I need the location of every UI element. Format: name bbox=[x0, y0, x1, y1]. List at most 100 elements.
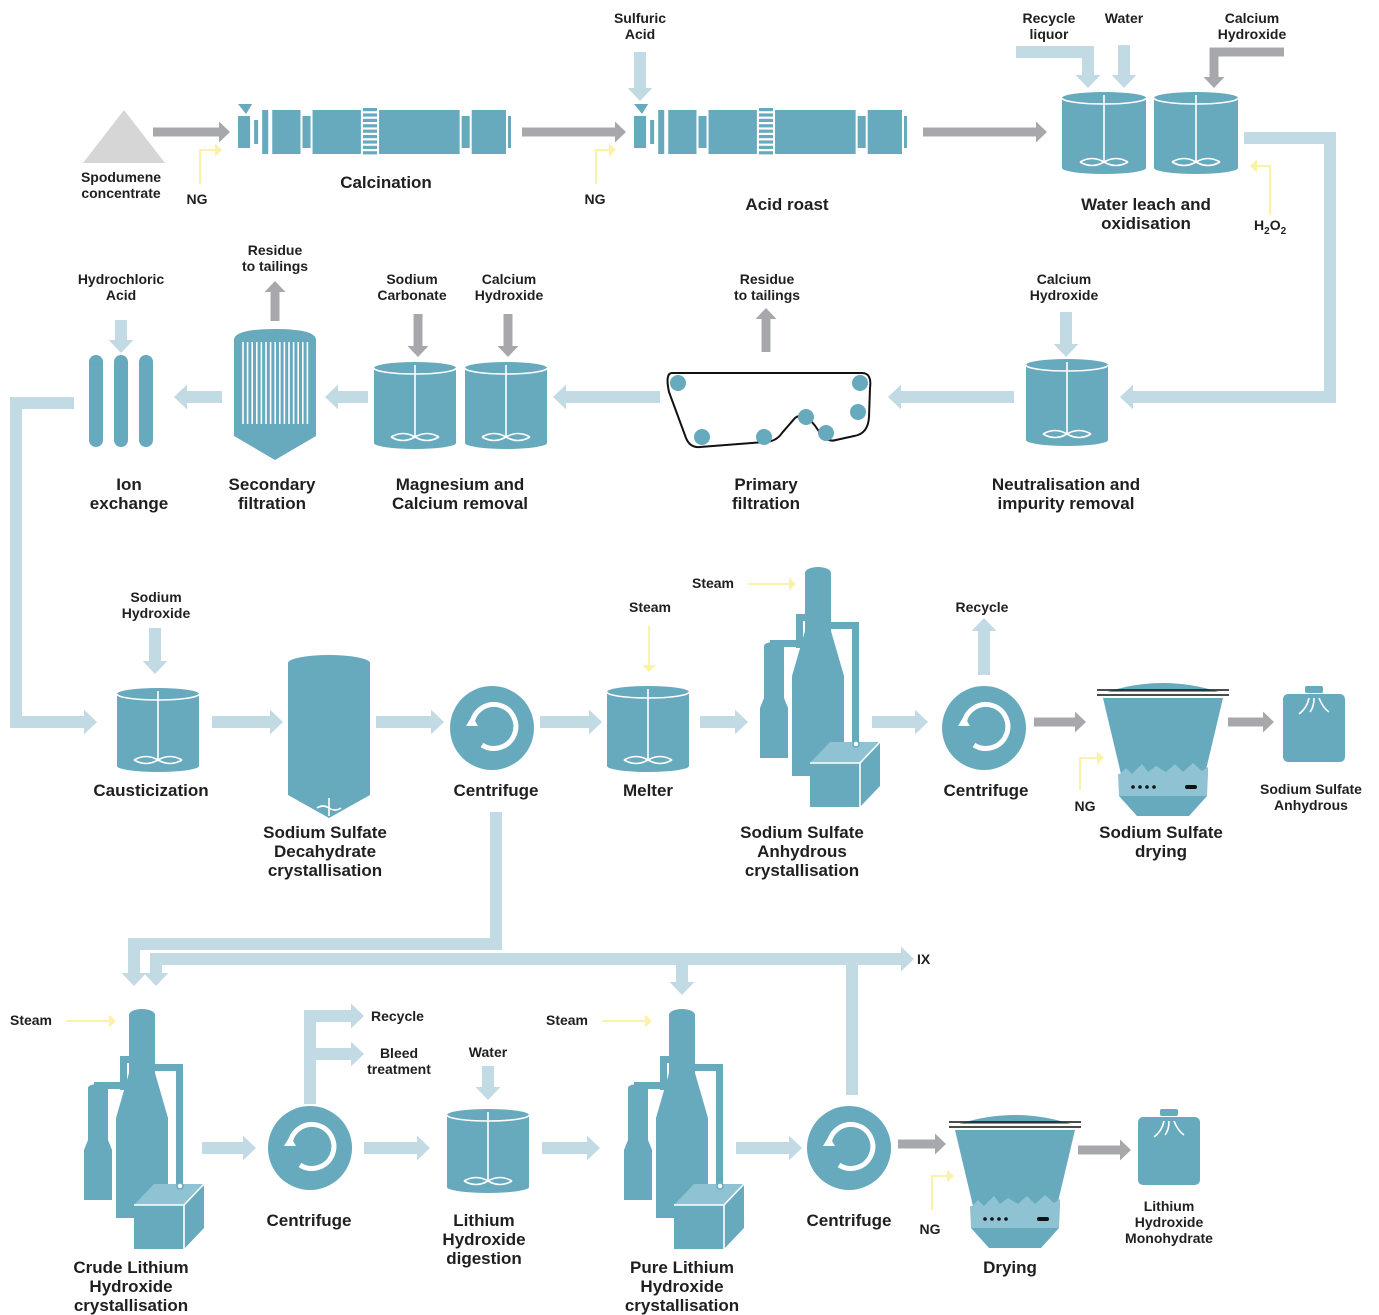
flow-anhydrous-cryst-to-centrifuge bbox=[872, 709, 928, 735]
centrifuge-1 bbox=[450, 686, 534, 770]
flow-calcium-hydroxide-neut bbox=[1053, 312, 1079, 357]
flow-steam-pure bbox=[602, 1014, 652, 1028]
output-recycle-centrifuge-label: Recycle bbox=[371, 1008, 424, 1024]
input-steam-anhydrous-label: Steam bbox=[692, 575, 734, 591]
flow-leach-to-neutralisation bbox=[1120, 132, 1336, 410]
flow-centrifuge-to-digestion bbox=[364, 1135, 430, 1161]
stage-centrifuge-1-label: Centrifuge bbox=[454, 781, 539, 800]
equipment-layer bbox=[83, 92, 1345, 1249]
stage-centrifuge-3-label: Centrifuge bbox=[267, 1211, 352, 1230]
flow-ng-calcination bbox=[199, 149, 216, 184]
ion-exchange-columns bbox=[89, 355, 153, 447]
input-ng-dryer-label: NG bbox=[920, 1221, 941, 1237]
flow-steam-melter bbox=[642, 626, 656, 672]
ss-anhydrous-crystallizer bbox=[760, 567, 881, 807]
flow-hydrochloric-acid bbox=[108, 320, 134, 353]
flow-ng-ss-dryer bbox=[1079, 751, 1104, 790]
flow-recycle-liquor bbox=[1016, 46, 1101, 88]
secondary-filter bbox=[234, 329, 316, 460]
mgca-tank-2 bbox=[464, 362, 548, 449]
flow-sodium-hydroxide bbox=[142, 628, 168, 674]
flow-centrifuge-to-dryer bbox=[898, 1133, 946, 1155]
crude-lioh-crystallizer bbox=[84, 1009, 205, 1249]
flow-dryer-to-product bbox=[1078, 1139, 1131, 1161]
flow-ss-dryer-to-product bbox=[1228, 711, 1274, 733]
pure-lioh-crystallizer bbox=[624, 1009, 745, 1249]
stage-acid-roast-label: Acid roast bbox=[745, 195, 828, 214]
stage-melter-label: Melter bbox=[623, 781, 673, 800]
input-steam-crude-label: Steam bbox=[10, 1012, 52, 1028]
flow-sodium-carbonate bbox=[407, 314, 429, 357]
flow-water-leach bbox=[1111, 45, 1137, 88]
flow-residue-secondary bbox=[264, 281, 286, 321]
flow-residue-primary bbox=[755, 308, 777, 352]
flow-centrifuge-to-ss-dryer bbox=[1034, 711, 1086, 733]
flow-calcination-to-acid-roast bbox=[522, 121, 626, 143]
flow-water-digestion bbox=[475, 1066, 501, 1100]
output-recycle-label: Recycle bbox=[956, 599, 1009, 615]
ss-anhydrous-bag bbox=[1283, 686, 1345, 762]
flow-ix-to-causticization bbox=[10, 397, 97, 735]
flow-centrifuge-to-crude bbox=[121, 812, 502, 986]
flow-crude-to-centrifuge bbox=[202, 1135, 256, 1161]
melter-tank bbox=[606, 686, 690, 772]
flow-digestion-to-pure bbox=[542, 1135, 600, 1161]
flow-steam-crude bbox=[66, 1014, 116, 1028]
acid-roast-kiln bbox=[634, 104, 908, 155]
ss-dryer bbox=[1097, 683, 1229, 816]
flow-calcium-hydroxide-leach bbox=[1203, 47, 1284, 88]
flow-centrifuge-recycle bbox=[304, 1003, 364, 1104]
leach-tank-2 bbox=[1153, 92, 1239, 174]
flow-ng-dryer bbox=[931, 1169, 954, 1210]
input-ng-ss-dryer-label: NG bbox=[1075, 798, 1096, 814]
flow-lines bbox=[10, 45, 1336, 1210]
centrifuge-3 bbox=[268, 1106, 352, 1190]
flow-secondary-to-ix bbox=[174, 384, 222, 410]
flow-neutralisation-to-primary bbox=[888, 384, 1014, 410]
flow-header-to-ix bbox=[852, 946, 914, 972]
input-h2o2-label: H2O2 bbox=[1254, 217, 1287, 237]
input-steam-pure-label: Steam bbox=[546, 1012, 588, 1028]
causticization-tank bbox=[116, 688, 200, 772]
flow-centrifuge-to-melter bbox=[540, 709, 602, 735]
flow-spodumene-to-calcination bbox=[153, 121, 230, 143]
primary-filter-belt bbox=[666, 372, 872, 449]
flow-causticization-to-decahydrate bbox=[212, 709, 283, 735]
lioh-bag bbox=[1138, 1109, 1200, 1185]
flow-h2o2 bbox=[1250, 159, 1271, 215]
calcination-kiln bbox=[238, 104, 512, 155]
mgca-tank-1 bbox=[373, 362, 457, 449]
flow-recycle-up bbox=[971, 618, 997, 675]
flow-recycle-header bbox=[143, 953, 858, 1095]
flow-decahydrate-to-centrifuge bbox=[376, 709, 444, 735]
stage-centrifuge-2-label: Centrifuge bbox=[944, 781, 1029, 800]
neutralisation-tank bbox=[1025, 359, 1109, 446]
stage-causticization-label: Causticization bbox=[93, 781, 208, 800]
digestion-tank bbox=[446, 1109, 530, 1193]
spodumene-pile bbox=[83, 110, 165, 163]
input-ng-acid-roast-label: NG bbox=[585, 191, 606, 207]
flow-acid-roast-to-leach bbox=[923, 121, 1047, 143]
